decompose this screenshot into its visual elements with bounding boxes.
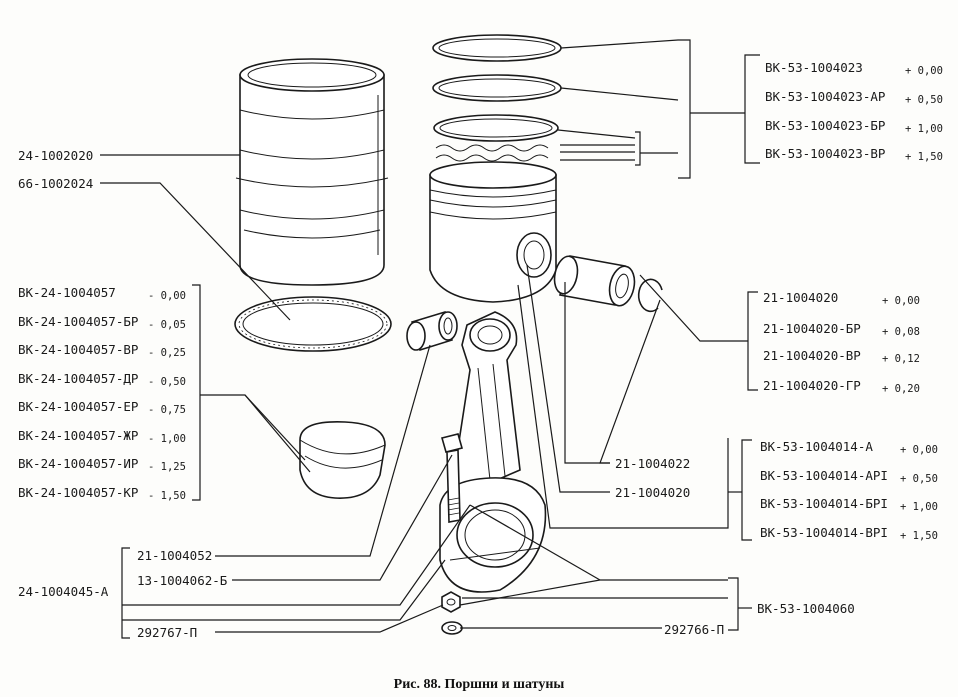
bushing-labels: ВК-24-1004057 - 0,00 ВК-24-1004057-БР - …	[18, 285, 186, 502]
piston-code-3: ВК-53-1004014-ВРI	[760, 525, 888, 540]
bushing-value-2: - 0,25	[148, 347, 186, 359]
rod-bolt	[441, 433, 463, 523]
bushing-value-5: - 1,00	[148, 433, 186, 445]
ring-value-3: + 1,50	[905, 151, 943, 163]
bushing-code-4: ВК-24-1004057-ЕР	[18, 399, 138, 414]
piston	[429, 161, 557, 303]
liner-labels: 24-1002020 66-1002024	[18, 148, 93, 191]
ring-value-0: + 0,00	[905, 65, 943, 77]
leader-lines	[100, 39, 760, 639]
pin-code-3: 21-1004020-ГР	[763, 378, 861, 393]
bushing-value-6: - 1,25	[148, 461, 186, 473]
piston-rings	[432, 34, 562, 162]
bushing-value-7: - 1,50	[148, 490, 186, 502]
liner-part-label: 24-1002020	[18, 148, 93, 163]
pin-code-2: 21-1004020-ВР	[763, 348, 861, 363]
single-labels: 21-1004022 21-1004020 21-1004052 13-1004…	[18, 456, 855, 640]
liner-seal-ring	[234, 296, 392, 352]
pin-value-2: + 0,12	[882, 353, 920, 365]
piston-code-0: ВК-53-1004014-А	[760, 439, 873, 454]
ring-code-3: ВК-53-1004023-ВР	[765, 146, 885, 161]
small-end-bushing	[406, 310, 458, 352]
bushing-code-2: ВК-24-1004057-ВР	[18, 342, 138, 357]
bushing-code-6: ВК-24-1004057-ИР	[18, 456, 138, 471]
pin-label: 21-1004020	[615, 485, 690, 500]
bushing-value-4: - 0,75	[148, 404, 186, 416]
nut-right-label: 292766-П	[664, 622, 724, 637]
piston-value-1: + 0,50	[900, 473, 938, 485]
piston-code-1: ВК-53-1004014-АРI	[760, 468, 888, 483]
piston-labels: ВК-53-1004014-А + 0,00 ВК-53-1004014-АРI…	[760, 439, 938, 542]
ring-value-2: + 1,00	[905, 123, 943, 135]
ring-code-2: ВК-53-1004023-БР	[765, 118, 885, 133]
pin-code-1: 21-1004020-БР	[763, 321, 861, 336]
bushing-code-3: ВК-24-1004057-ДР	[18, 371, 138, 386]
seal-part-label: 66-1002024	[18, 176, 93, 191]
ring-code-0: ВК-53-1004023	[765, 60, 863, 75]
piston-value-2: + 1,00	[900, 501, 938, 513]
bushing-code-0: ВК-24-1004057	[18, 285, 116, 300]
figure-caption: Рис. 88. Поршни и шатуны	[394, 677, 565, 692]
piston-pin	[553, 255, 636, 307]
piston-value-0: + 0,00	[900, 444, 938, 456]
bushing-value-3: - 0,50	[148, 376, 186, 388]
bushing-code-1: ВК-24-1004057-БР	[18, 314, 138, 329]
piston-value-3: + 1,50	[900, 530, 938, 542]
washer	[441, 621, 463, 635]
ring-labels: ВК-53-1004023 + 0,00 ВК-53-1004023-АР + …	[765, 60, 943, 163]
pin-value-3: + 0,20	[882, 383, 920, 395]
bushing-code-7: ВК-24-1004057-КР	[18, 485, 138, 500]
circlip	[637, 278, 663, 313]
bushing-code-5: ВК-24-1004057-ЖР	[18, 428, 138, 443]
rod-bushing-label: 21-1004052	[137, 548, 212, 563]
pin-value-1: + 0,08	[882, 326, 920, 338]
bushing-value-1: - 0,05	[148, 319, 186, 331]
bolt-label: 13-1004062-Б	[137, 573, 227, 588]
pin-value-0: + 0,00	[882, 295, 920, 307]
cylinder-liner	[235, 58, 389, 286]
pin-labels: 21-1004020 + 0,00 21-1004020-БР + 0,08 2…	[763, 290, 920, 395]
bushing-value-0: - 0,00	[148, 290, 186, 302]
circlip-label: 21-1004022	[615, 456, 690, 471]
rod-kit-label: ВК-53-1004060	[757, 601, 855, 616]
rod-nut	[441, 591, 461, 613]
rod-assembly-label: 24-1004045-А	[18, 584, 109, 599]
bearing-shell	[299, 421, 386, 499]
ring-value-1: + 0,50	[905, 94, 943, 106]
pin-code-0: 21-1004020	[763, 290, 838, 305]
ring-code-1: ВК-53-1004023-АР	[765, 89, 885, 104]
nut-left-label: 292767-П	[137, 625, 197, 640]
piston-code-2: ВК-53-1004014-БРI	[760, 496, 888, 511]
connecting-rod	[439, 311, 547, 593]
